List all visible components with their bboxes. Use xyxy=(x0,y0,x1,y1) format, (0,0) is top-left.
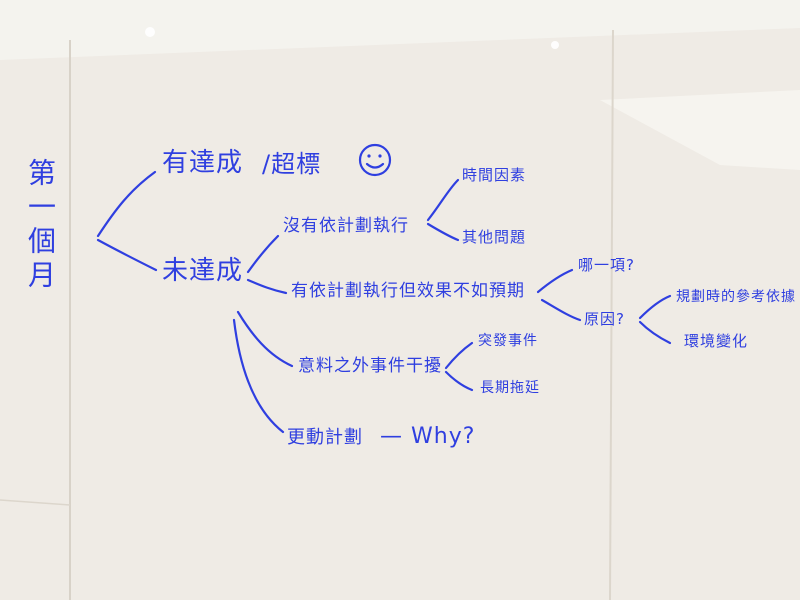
node-change-plan: 更動計劃 xyxy=(287,427,363,448)
node-plan-not-expected: 有依計劃執行但效果不如預期 xyxy=(291,281,525,301)
node-which-item: 哪一項? xyxy=(578,256,635,274)
connector-line xyxy=(444,370,474,392)
node-environment-change: 環境變化 xyxy=(684,332,749,350)
connector-line xyxy=(246,234,280,274)
connector-line xyxy=(638,294,672,320)
node-long-tracking: 長期拖延 xyxy=(480,380,540,396)
connector-line xyxy=(444,341,474,370)
connector-line xyxy=(426,222,460,242)
connector-line xyxy=(540,298,582,322)
connector-line xyxy=(96,170,157,238)
connector-line xyxy=(426,178,460,222)
smiley-face-icon xyxy=(358,143,392,177)
branch-achieved: 有達成 xyxy=(162,148,244,178)
connector-line xyxy=(232,318,285,434)
connector-line xyxy=(536,268,574,294)
side-label-first-month: 第一個月 xyxy=(24,158,57,294)
node-why: — Why? xyxy=(380,424,476,449)
connector-line xyxy=(638,320,672,345)
panel-seam xyxy=(609,29,614,600)
node-time-factor: 時間因素 xyxy=(462,166,527,184)
node-unexpected-event: 意料之外事件干擾 xyxy=(298,356,442,376)
node-other-issue: 其他問題 xyxy=(462,228,527,246)
connector-line xyxy=(246,278,288,295)
node-no-plan: 沒有依計劃執行 xyxy=(283,216,409,236)
connector-line xyxy=(96,238,158,272)
node-sudden-event: 突發事件 xyxy=(478,333,538,349)
connector-line xyxy=(236,310,294,368)
node-reason: 原因? xyxy=(584,310,625,328)
branch-not-achieved: 未達成 xyxy=(162,256,244,286)
branch-achieved-extra: /超標 xyxy=(262,150,322,178)
node-plan-reference: 規劃時的參考依據 xyxy=(676,289,796,305)
